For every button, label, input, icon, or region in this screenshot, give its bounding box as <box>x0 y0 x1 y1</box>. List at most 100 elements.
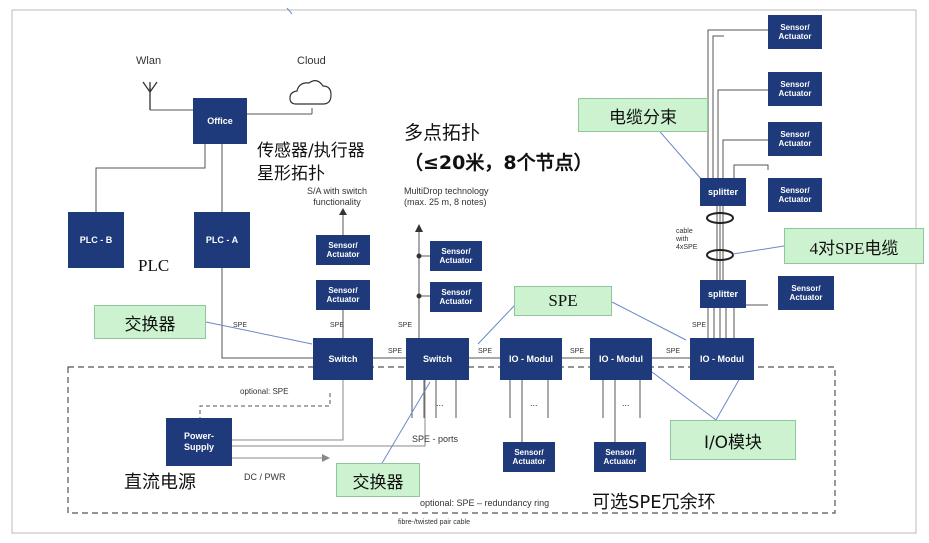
redundant-ring-annotation: 可选SPE冗余环 <box>592 492 716 513</box>
sensor-actuator-node[interactable]: Sensor/ Actuator <box>430 241 482 271</box>
cloud-icon <box>289 80 332 105</box>
wire-optional-spe <box>199 392 331 428</box>
io-module-2-label: IO - Modul <box>599 353 643 364</box>
drop-point <box>416 253 422 259</box>
corner-mark <box>286 7 293 15</box>
cable-bundle-ring <box>706 212 734 224</box>
arrow-up-icon <box>339 208 347 215</box>
io-module-3-node[interactable]: IO - Modul <box>690 338 754 380</box>
cable-4xspe-label: cable with 4xSPE <box>676 228 698 251</box>
optional-spe-label: optional: SPE <box>240 387 289 396</box>
drop-point <box>416 293 422 299</box>
dc-pwr-label: DC / PWR <box>244 472 286 482</box>
wire-io3-sensor <box>733 304 768 338</box>
spe-label: SPE <box>233 322 248 329</box>
spe-port-lines <box>411 380 457 418</box>
arrow-right-icon <box>322 454 330 462</box>
sensor-actuator-node[interactable]: Sensor/ Actuator <box>768 72 822 106</box>
spe-label: SPE <box>692 322 707 329</box>
sensor-actuator-node[interactable]: Sensor/ Actuator <box>768 122 822 156</box>
redundancy-label: optional: SPE – redundancy ring <box>420 498 550 508</box>
multipoint-detail-annotation: （≤20米，8个节点） <box>404 152 593 174</box>
spe-label: SPE <box>478 348 493 355</box>
splitter-top-node[interactable]: splitter <box>700 178 746 206</box>
power-supply-node[interactable]: Power- Supply <box>166 418 232 466</box>
wlan-label: Wlan <box>136 55 162 67</box>
office-label: Office <box>207 115 233 126</box>
spe-label: SPE <box>388 348 403 355</box>
sensor-actuator-label: Sensor/ Actuator <box>512 448 546 466</box>
sensor-actuator-node[interactable]: Sensor/ Actuator <box>316 280 370 310</box>
sensor-actuator-label: Sensor/ Actuator <box>778 186 812 204</box>
sensor-actuator-label: Sensor/ Actuator <box>778 80 812 98</box>
dc-power-annotation: 直流电源 <box>124 472 196 493</box>
io-module-3-label: IO - Modul <box>700 353 744 364</box>
io2-legs <box>602 380 641 442</box>
plc-a-label: PLC - A <box>205 234 239 245</box>
spe-cable-callout-text: 4对SPE电缆 <box>809 238 899 258</box>
multidrop-label: MultiDrop technology (max. 25 m, 8 notes… <box>404 186 489 207</box>
cloud-label: Cloud <box>297 55 326 67</box>
sensor-star-annotation: 传感器/执行器 星形拓扑 <box>257 141 365 184</box>
switch-callout-1: 交换器 <box>94 305 206 339</box>
splitter-fanout <box>707 29 769 178</box>
sa-switch-label: S/A with switch functionality <box>307 186 368 207</box>
spe-label: SPE <box>570 348 585 355</box>
switch-callout-2: 交换器 <box>336 463 420 497</box>
arrow-up-icon <box>415 224 423 232</box>
io3-splitter-lines <box>707 308 727 338</box>
sensor-actuator-node[interactable]: Sensor/ Actuator <box>316 235 370 265</box>
switch-1-label: Switch <box>328 353 358 364</box>
spe-cable-callout: 4对SPE电缆 <box>784 228 924 264</box>
plc-annotation: PLC <box>138 256 170 275</box>
io-module-1-node[interactable]: IO - Modul <box>500 338 562 380</box>
sensor-actuator-node[interactable]: Sensor/ Actuator <box>430 282 482 312</box>
switch-1-node[interactable]: Switch <box>313 338 373 380</box>
multipoint-annotation: 多点拓扑 <box>404 122 481 144</box>
sensor-actuator-node[interactable]: Sensor/ Actuator <box>768 15 822 49</box>
switch-2-node[interactable]: Switch <box>406 338 469 380</box>
switch-callout-1-text: 交换器 <box>124 314 176 335</box>
splitter-bottom-label: splitter <box>707 288 738 299</box>
dots-label: ... <box>530 398 538 408</box>
sensor-actuator-label: Sensor/ Actuator <box>439 247 473 265</box>
frame-border <box>11 9 917 534</box>
spe-ports-label: SPE - ports <box>412 434 459 444</box>
power-supply-label: Power- Supply <box>183 431 214 452</box>
sensor-actuator-label: Sensor/ Actuator <box>778 130 812 148</box>
wire-power-switch2 <box>232 380 426 447</box>
spe-label: SPE <box>398 322 413 329</box>
cable-bundle-callout-text: 电缆分束 <box>609 107 677 128</box>
antenna-icon <box>142 81 158 110</box>
wire-office-plcb <box>95 144 206 212</box>
spe-callout: SPE <box>514 286 612 316</box>
spe-callout-text: SPE <box>548 291 578 310</box>
sensor-actuator-node[interactable]: Sensor/ Actuator <box>768 178 822 212</box>
wire-plca-switch <box>221 268 313 359</box>
sensor-actuator-label: Sensor/ Actuator <box>326 286 360 304</box>
io1-legs <box>509 380 549 442</box>
sensor-actuator-node[interactable]: Sensor/ Actuator <box>503 442 555 472</box>
sensor-actuator-label: Sensor/ Actuator <box>326 241 360 259</box>
io-module-2-node[interactable]: IO - Modul <box>590 338 652 380</box>
splitter-bottom-node[interactable]: splitter <box>700 280 746 308</box>
plc-a-node[interactable]: PLC - A <box>194 212 250 268</box>
switch-2-label: Switch <box>422 353 452 364</box>
sensor-actuator-label: Sensor/ Actuator <box>439 288 473 306</box>
io-module-1-label: IO - Modul <box>509 353 553 364</box>
spe-label: SPE <box>666 348 681 355</box>
office-node[interactable]: Office <box>193 98 247 144</box>
cable-bundle-ring <box>706 249 734 261</box>
dots-label: ... <box>622 398 630 408</box>
fibre-label: fibre-/twisted pair cable <box>398 519 470 526</box>
plc-b-node[interactable]: PLC - B <box>68 212 124 268</box>
dots-label: ... <box>436 398 444 408</box>
cable-4xspe <box>716 206 724 280</box>
plc-b-label: PLC - B <box>79 234 113 245</box>
sensor-actuator-label: Sensor/ Actuator <box>603 448 637 466</box>
sensor-actuator-node[interactable]: Sensor/ Actuator <box>778 276 834 310</box>
switch-callout-2-text: 交换器 <box>352 472 404 493</box>
cable-bundle-callout: 电缆分束 <box>578 98 708 132</box>
sensor-actuator-node[interactable]: Sensor/ Actuator <box>594 442 646 472</box>
